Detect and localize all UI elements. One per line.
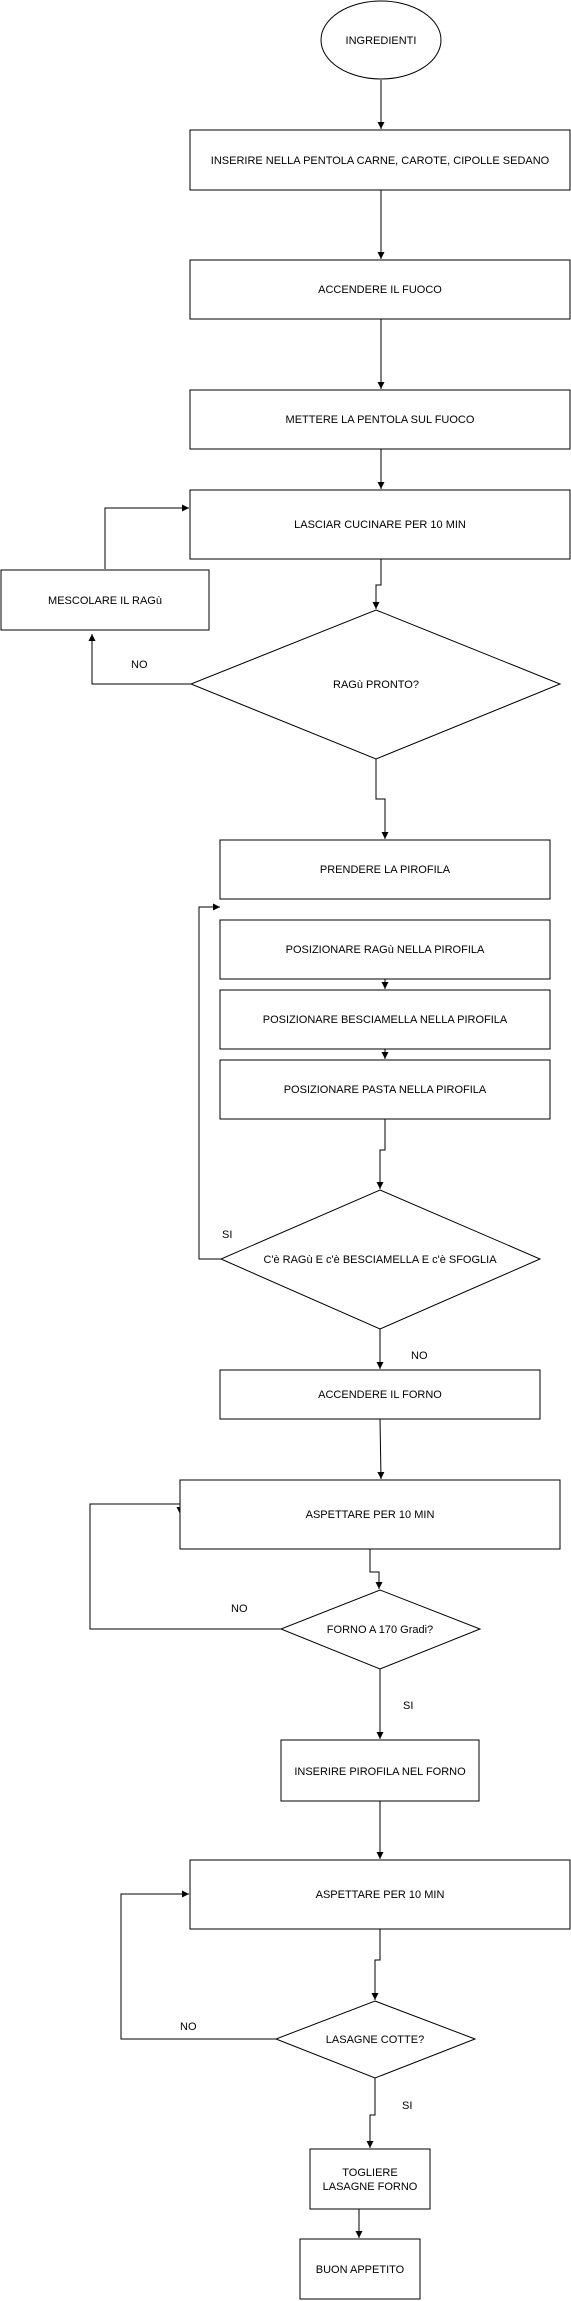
step-wait2-node bbox=[189, 1859, 571, 1930]
edge-cook-to-ragu-decision bbox=[372, 559, 382, 609]
step-remove-label-line2: LASAGNE FORNO bbox=[323, 2181, 418, 2193]
step-layer-ragu-node bbox=[219, 919, 551, 980]
oven-no-label: NO bbox=[231, 1603, 248, 1615]
end-label: BUON APPETITO bbox=[316, 2264, 405, 2276]
edge-ragu-no-to-stir bbox=[88, 634, 191, 685]
cooked-si-label: SI bbox=[402, 2100, 412, 2112]
step-wait2-label: ASPETTARE PER 10 MIN bbox=[316, 1889, 445, 1901]
edge-wait1-to-temp-decision bbox=[369, 1549, 383, 1589]
layers-no-label: NO bbox=[411, 1350, 428, 1362]
step-cook-node bbox=[189, 489, 571, 560]
layers-decision-node bbox=[219, 1189, 542, 1330]
step-fire-node bbox=[189, 259, 571, 320]
layers-decision-label: C'è RAGù E c'è BESCIAMELLA E c'è SFOGLIA bbox=[263, 1254, 497, 1266]
step-dish-label: PRENDERE LA PIROFILA bbox=[320, 864, 451, 876]
step-fire-label: ACCENDERE IL FUOCO bbox=[318, 284, 442, 296]
step-pot-label: INSERIRE NELLA PENTOLA CARNE, CAROTE, CI… bbox=[211, 155, 550, 167]
step-cook-label: LASCIAR CUCINARE PER 10 MIN bbox=[294, 519, 466, 531]
step-remove-node bbox=[309, 2148, 431, 2210]
edge-pasta-to-layers-decision bbox=[376, 1119, 386, 1189]
layers-si-label: SI bbox=[222, 1229, 232, 1241]
step-insert-label: INSERIRE PIROFILA NEL FORNO bbox=[294, 1766, 466, 1778]
step-wait1-label: ASPETTARE PER 10 MIN bbox=[306, 1509, 435, 1521]
step-layer-ragu-label: POSIZIONARE RAGù NELLA PIROFILA bbox=[286, 944, 485, 956]
step-layer-pasta-label: POSIZIONARE PASTA NELLA PIROFILA bbox=[284, 1084, 487, 1096]
step-stir-node bbox=[0, 569, 210, 631]
step-wait1-node bbox=[179, 1479, 561, 1550]
edge-cooked-si-to-remove bbox=[366, 2078, 376, 2148]
edge-ragu-yes-to-dish bbox=[375, 759, 389, 839]
edge-wait2-to-cooked-decision bbox=[371, 1929, 381, 2000]
step-dish-node bbox=[219, 839, 551, 900]
edge-layers-si-loop bbox=[198, 903, 221, 1260]
step-pot-node bbox=[189, 129, 571, 191]
step-remove-label-line1: TOGLIERE bbox=[342, 2167, 397, 2179]
end-node bbox=[299, 2238, 421, 2300]
edge-oven-to-wait1 bbox=[377, 1418, 385, 1480]
edge-cooked-no-loop bbox=[120, 1890, 276, 2040]
start-node bbox=[320, 0, 442, 80]
step-pot-on-fire-node bbox=[189, 389, 571, 450]
edge-labels: NO SI NO NO SI NO SI bbox=[131, 659, 428, 2112]
edge-stir-to-cook bbox=[104, 504, 189, 569]
ragu-decision-label: RAGù PRONTO? bbox=[333, 679, 419, 691]
step-layer-bech-node bbox=[219, 989, 551, 1050]
step-insert-node bbox=[280, 1739, 480, 1802]
cooked-decision-node bbox=[274, 2000, 477, 2079]
step-stir-label: MESCOLARE IL RAGù bbox=[48, 595, 162, 607]
temp-decision-label: FORNO A 170 Gradi? bbox=[327, 1624, 433, 1636]
ragu-no-label: NO bbox=[131, 659, 148, 671]
step-pot-on-fire-label: METTERE LA PENTOLA SUL FUOCO bbox=[286, 414, 475, 426]
temp-decision-node bbox=[279, 1589, 482, 1670]
step-layer-bech-label: POSIZIONARE BESCIAMELLA NELLA PIROFILA bbox=[263, 1014, 508, 1026]
cooked-decision-label: LASAGNE COTTE? bbox=[326, 2034, 424, 2046]
step-oven-label: ACCENDERE IL FORNO bbox=[318, 1389, 442, 1401]
edges bbox=[88, 80, 389, 2238]
step-layer-pasta-node bbox=[219, 1059, 551, 1120]
ragu-decision-node bbox=[189, 609, 562, 760]
step-oven-node bbox=[219, 1369, 541, 1420]
start-label: INGREDIENTI bbox=[346, 35, 417, 47]
cooked-no-label: NO bbox=[180, 2021, 197, 2033]
oven-si-label: SI bbox=[403, 1700, 413, 1712]
